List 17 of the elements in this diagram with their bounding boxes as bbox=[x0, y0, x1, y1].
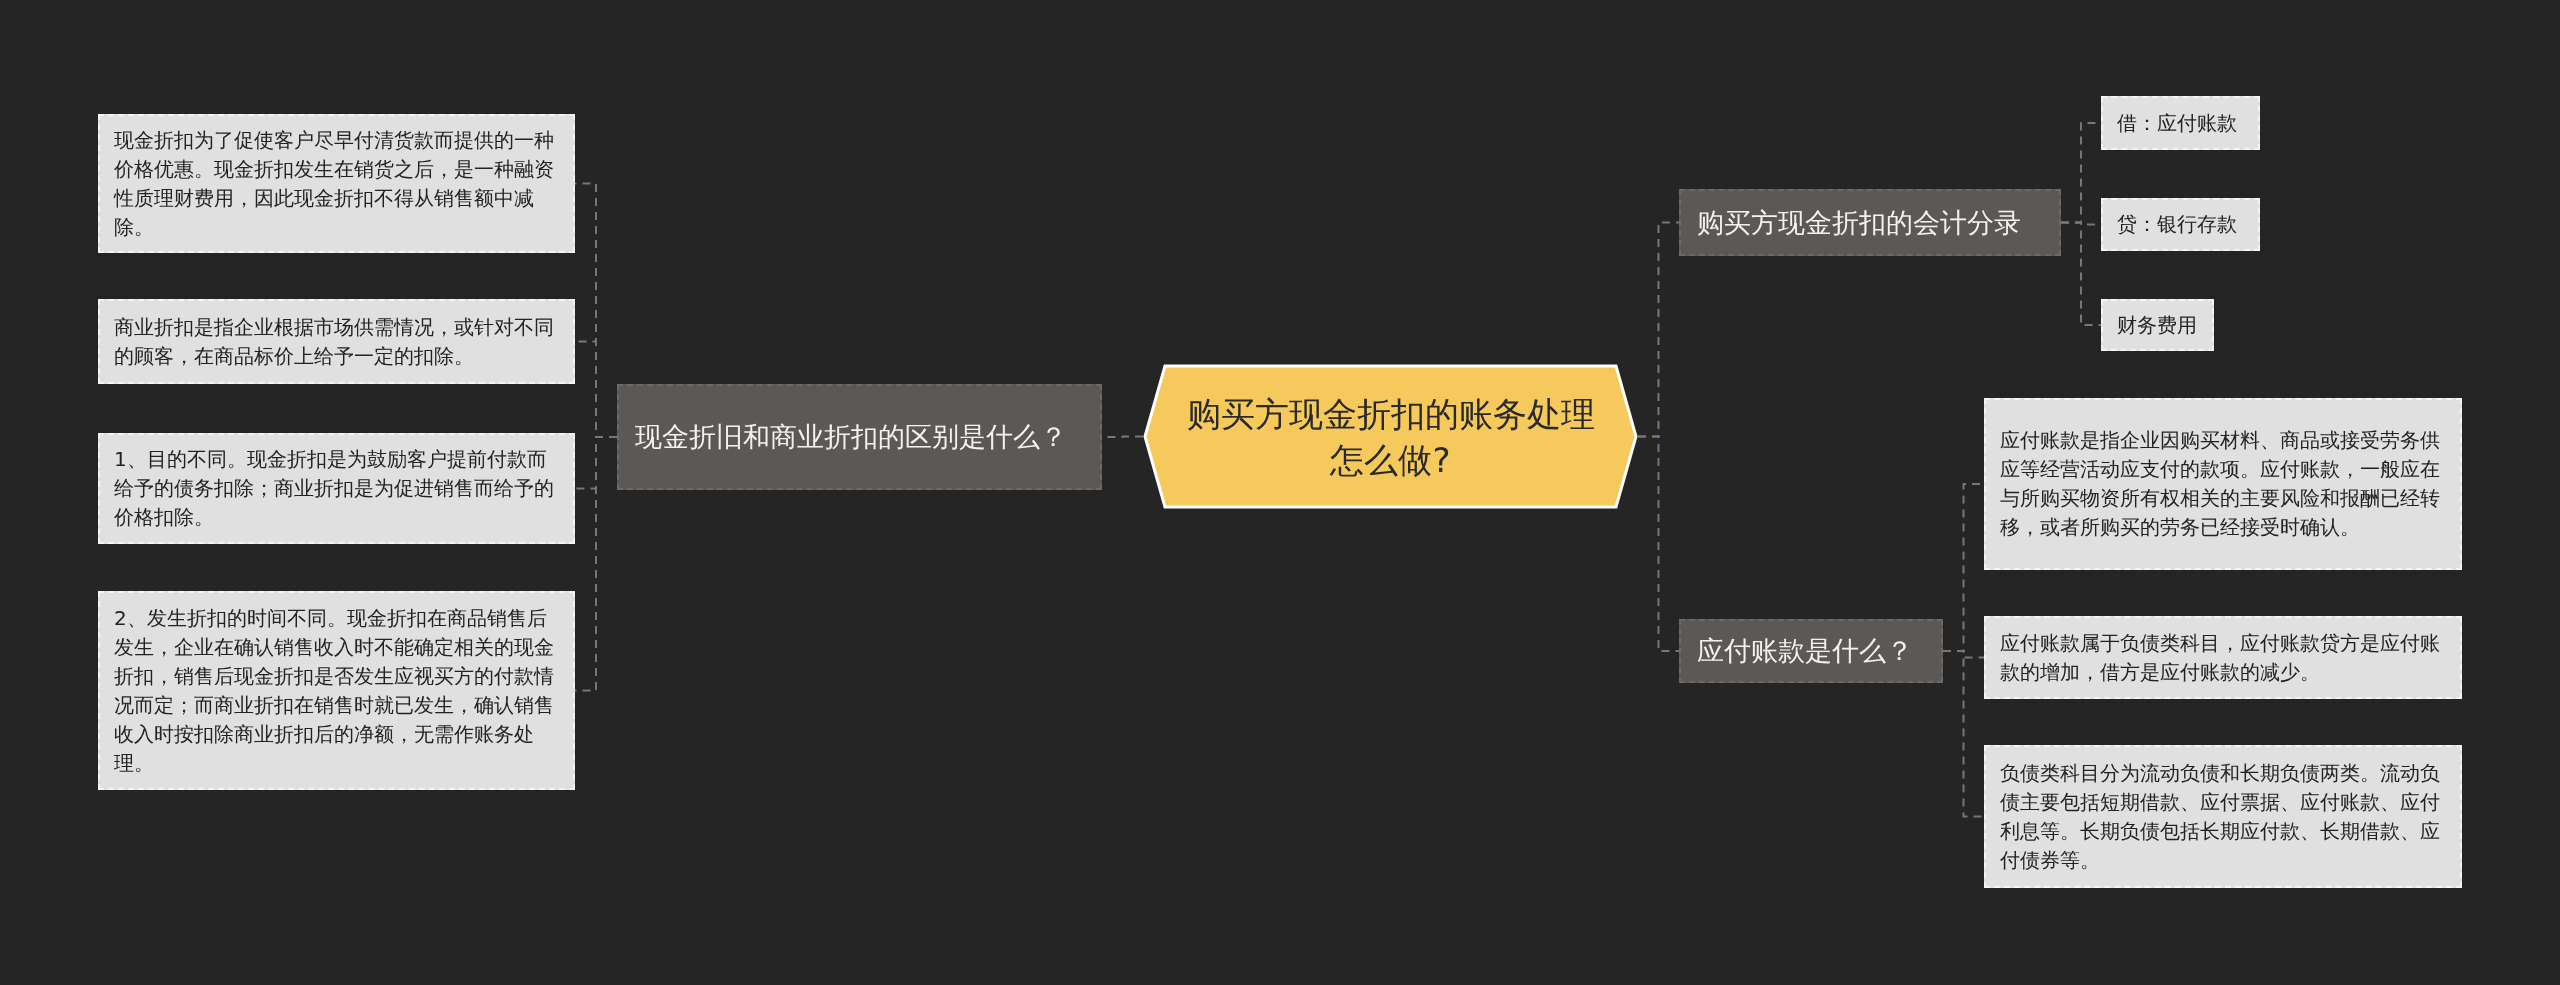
connector-line bbox=[1942, 650, 1985, 818]
connector-line bbox=[2060, 221, 2102, 326]
note-box: 负债类科目分为流动负债和长期负债两类。流动负债主要包括短期借款、应付票据、应付账款、应付利息等。长期负债包括长期应付款、长期借款、应付债券等。 bbox=[1984, 745, 2462, 888]
note-box: 财务费用 bbox=[2101, 299, 2214, 351]
subtopic-box: 现金折旧和商业折扣的区别是什么？ bbox=[617, 384, 1102, 490]
note-box: 应付账款是指企业因购买材料、商品或接受劳务供应等经营活动应支付的款项。应付账款，一般应在与所购买物资所有权相关的主要风险和报酬已经转移，或者所购买的劳务已经接受时确认。 bbox=[1984, 398, 2462, 570]
note-box: 贷：银行存款 bbox=[2101, 198, 2260, 251]
topic-hexagon: 购买方现金折扣的账务处理怎么做? bbox=[1143, 364, 1638, 509]
subtopic-box: 购买方现金折扣的会计分录 bbox=[1679, 189, 2061, 256]
note-box: 1、目的不同。现金折扣是为鼓励客户提前付款而给予的债务扣除；商业折扣是为促进销售而给予的价格扣除。 bbox=[98, 433, 575, 544]
note-box: 2、发生折扣的时间不同。现金折扣在商品销售后发生，企业在确认销售收入时不能确定相关的现金折扣，销售后现金折扣是否发生应视买方的付款情况而定；而商业折扣在销售时就已发生，确认销售收入时按扣除商业折扣后的净额，无需作账务处理。 bbox=[98, 591, 575, 790]
note-box: 应付账款属于负债类科目，应付账款贷方是应付账款的增加，借方是应付账款的减少。 bbox=[1984, 616, 2462, 699]
connector-line bbox=[1637, 435, 1680, 652]
note-box: 商业折扣是指企业根据市场供需情况，或针对不同的顾客，在商品标价上给予一定的扣除。 bbox=[98, 299, 575, 384]
subtopic-box: 应付账款是什么？ bbox=[1679, 619, 1943, 683]
note-box: 现金折扣为了促使客户尽早付清货款而提供的一种价格优惠。现金折扣发生在销货之后，是一种融资性质理财费用，因此现金折扣不得从销售额中减除。 bbox=[98, 114, 575, 253]
note-box: 借：应付账款 bbox=[2101, 96, 2260, 150]
